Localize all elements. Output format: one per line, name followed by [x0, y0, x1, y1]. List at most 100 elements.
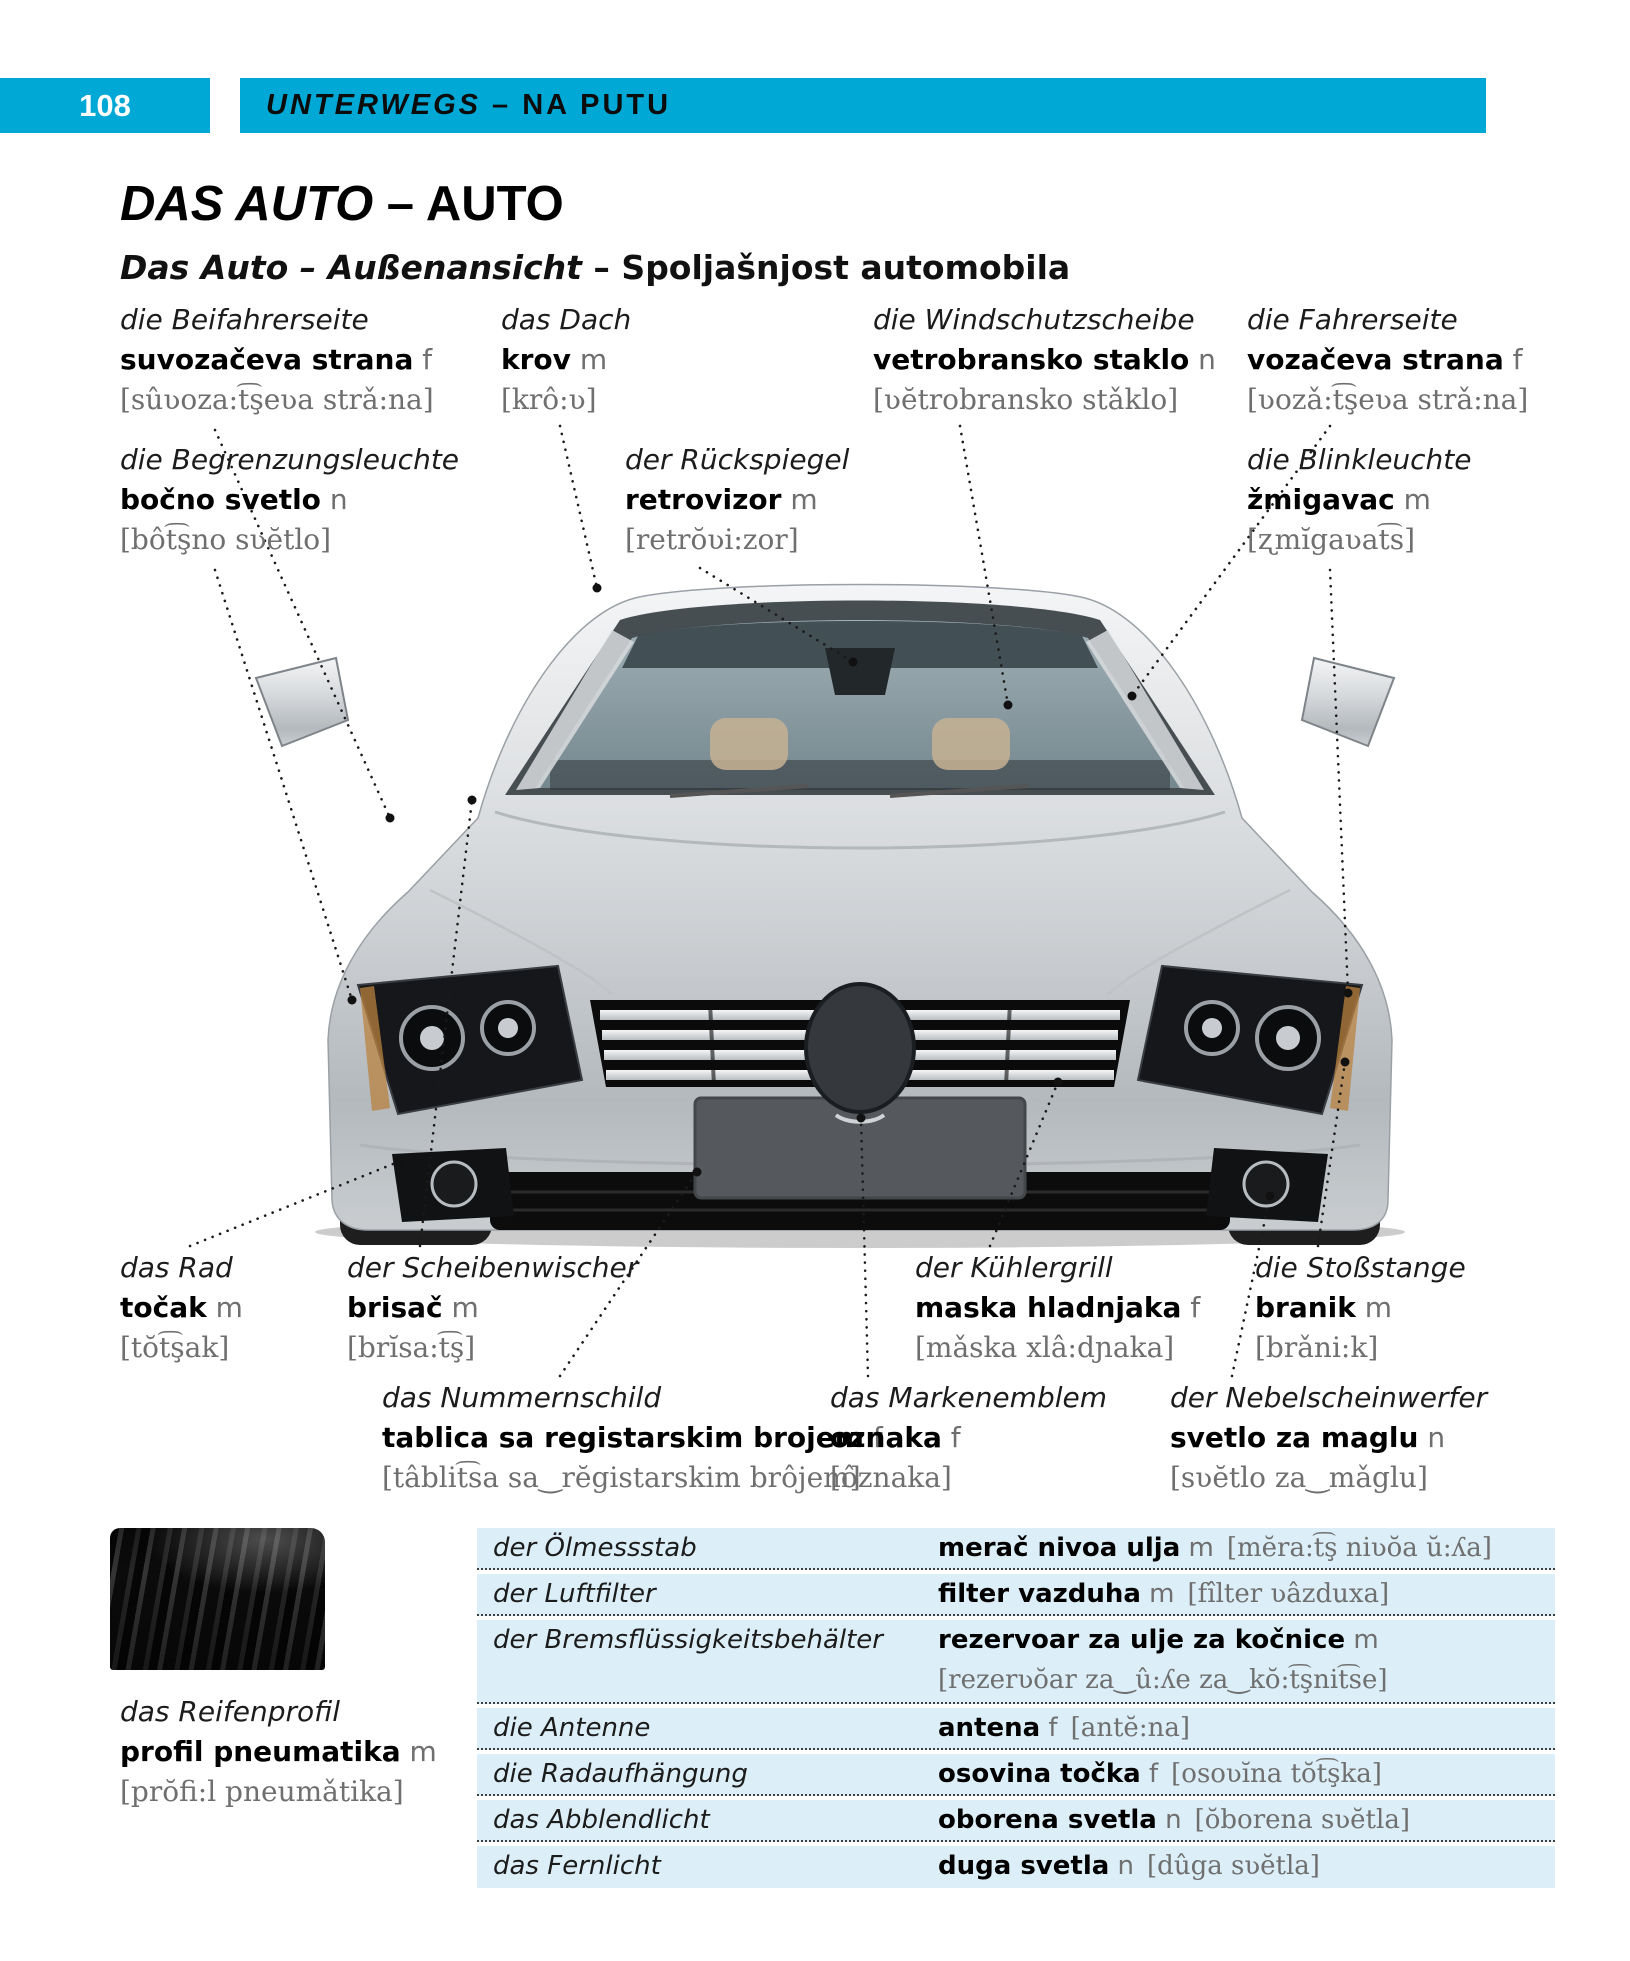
gender-tag: f [1140, 1759, 1172, 1789]
serbian-term: tablica sa registarskim brojem f [382, 1421, 883, 1454]
german-term: der Rückspiegel [625, 443, 850, 476]
german-term: der Nebelscheinwerfer [1170, 1381, 1488, 1414]
right-seat [932, 718, 1010, 770]
gender-tag: f [1181, 1291, 1201, 1324]
gender-tag: m [1140, 1579, 1188, 1609]
german-term: die Antenne [493, 1713, 651, 1743]
german-term: die Radaufhängung [493, 1759, 748, 1789]
gender-tag: m [1355, 1291, 1393, 1324]
phonetic-transcription: [bôt͡şno sʋĕtlo] [120, 523, 332, 556]
gender-tag: m [1394, 483, 1431, 516]
phonetic-transcription: [ŏborena sʋĕtla] [1194, 1805, 1410, 1835]
phonetic-transcription: [mĕra:t͡ş niʋŏa ŭ:ʎa] [1226, 1533, 1492, 1563]
gender-tag: m [570, 343, 608, 376]
left-projector-inner-lens [498, 1018, 518, 1038]
serbian-term: retrovizor m [625, 483, 818, 516]
serbian-term: duga svetla n [dûga sʋĕtla] [938, 1851, 1320, 1881]
serbian-term: bočno svetlo n [120, 483, 348, 516]
gender-tag: f [1503, 343, 1523, 376]
left-projector-outer-lens [420, 1026, 444, 1050]
hood-crease [494, 810, 1226, 850]
windshield-wiper-right [889, 784, 1029, 798]
gender-tag: f [1040, 1713, 1071, 1743]
german-term: der Kühlergrill [915, 1251, 1113, 1284]
page-subtitle-german: Das Auto – Außenansicht [120, 248, 582, 287]
serbian-term: maska hladnjaka f [915, 1291, 1201, 1324]
serbian-term: branik m [1255, 1291, 1393, 1324]
page-title-serbian: AUTO [425, 177, 564, 231]
phonetic-transcription: [ôznaka] [830, 1461, 952, 1494]
page-subtitle: Das Auto – Außenansicht – Spoljašnjost a… [120, 248, 1071, 287]
gender-tag: f [941, 1421, 961, 1454]
phonetic-transcription: [osoʋĭna tŏt͡şka] [1171, 1759, 1382, 1789]
phonetic-transcription: [sʋĕtlo za‿mǎglu] [1170, 1461, 1428, 1494]
right-a-pillar [1086, 630, 1204, 790]
car-illustration [254, 583, 1405, 1248]
serbian-term: merač nivoa ulja m [mĕra:t͡ş niʋŏa ŭ:ʎa] [938, 1533, 1492, 1563]
right-projector-inner-lens [1202, 1018, 1222, 1038]
serbian-term: oborena svetla n [ŏborena sʋĕtla] [938, 1805, 1410, 1835]
gender-tag: f [863, 1421, 883, 1454]
hood-crease-right [1107, 888, 1291, 996]
right-projector-outer-lens [1276, 1026, 1300, 1050]
serbian-term: vozačeva strana f [1247, 343, 1523, 376]
gender-tag: m [781, 483, 818, 516]
german-term: das Dach [501, 303, 632, 336]
phonetic-transcription: [ʐmĭgaʋat͡s] [1247, 523, 1416, 556]
german-term: die Blinkleuchte [1247, 443, 1472, 476]
phonetic-transcription: [rezerʋŏar za‿û:ʎe za‿kŏ:t͡şnit͡se] [938, 1665, 1388, 1695]
phonetic-transcription: [ʋozǎ:t͡şeʋa strǎ:na] [1247, 383, 1529, 416]
gender-tag: n [1109, 1851, 1148, 1881]
serbian-term: žmigavac m [1247, 483, 1431, 516]
phonetic-transcription: [retrŏʋi:zor] [625, 523, 799, 556]
serbian-term: vetrobransko staklo n [873, 343, 1216, 376]
phonetic-transcription: [fîlter ʋâzduxa] [1187, 1579, 1390, 1609]
left-fog-lens [430, 1160, 478, 1208]
gender-tag: m [442, 1291, 479, 1324]
phonetic-transcription: [brĭsa:t͡ş] [347, 1331, 476, 1364]
table-row: der Ölmessstab merač nivoa ulja m [mĕra:t… [477, 1528, 1555, 1570]
german-term: die Stoßstange [1255, 1251, 1466, 1284]
gender-tag: m [206, 1291, 243, 1324]
gender-tag: m [1180, 1533, 1227, 1563]
page-title-german: DAS AUTO [120, 177, 374, 231]
gender-tag: f [413, 343, 433, 376]
vocab-label-rueckspiegel: der Rückspiegel retrovizor m [retrŏʋi:zor] [625, 440, 849, 560]
german-term: der Scheibenwischer [347, 1251, 639, 1284]
phonetic-transcription: [tŏt͡şak] [120, 1331, 230, 1364]
german-term: der Ölmessstab [493, 1533, 697, 1563]
serbian-term: krov m [501, 343, 608, 376]
gender-tag: n [1156, 1805, 1195, 1835]
brand-emblem [804, 982, 916, 1114]
phonetic-transcription: [tâblit͡sa sa‿rĕgistarskim brôjem] [382, 1461, 861, 1494]
german-term: der Bremsflüssigkeitsbehälter [493, 1625, 883, 1655]
german-term: das Reifenprofil [120, 1695, 340, 1728]
section-header-serbian: NA PUTU [522, 89, 672, 121]
left-blinker-strip [360, 986, 390, 1111]
dashboard [550, 760, 1170, 790]
left-side-mirror [254, 656, 350, 748]
right-side-mirror [1300, 656, 1396, 748]
section-header: UNTERWEGS – NA PUTU [240, 78, 1486, 133]
phonetic-transcription: [sûʋoza:t͡şeʋa strǎ:na] [120, 383, 434, 416]
left-seat [710, 718, 788, 770]
serbian-term: točak m [120, 1291, 243, 1324]
phonetic-transcription: [antĕ:na] [1070, 1713, 1190, 1743]
page-number-badge: 108 [0, 78, 210, 133]
gender-tag: n [320, 483, 348, 516]
serbian-term: oznaka f [830, 1421, 961, 1454]
